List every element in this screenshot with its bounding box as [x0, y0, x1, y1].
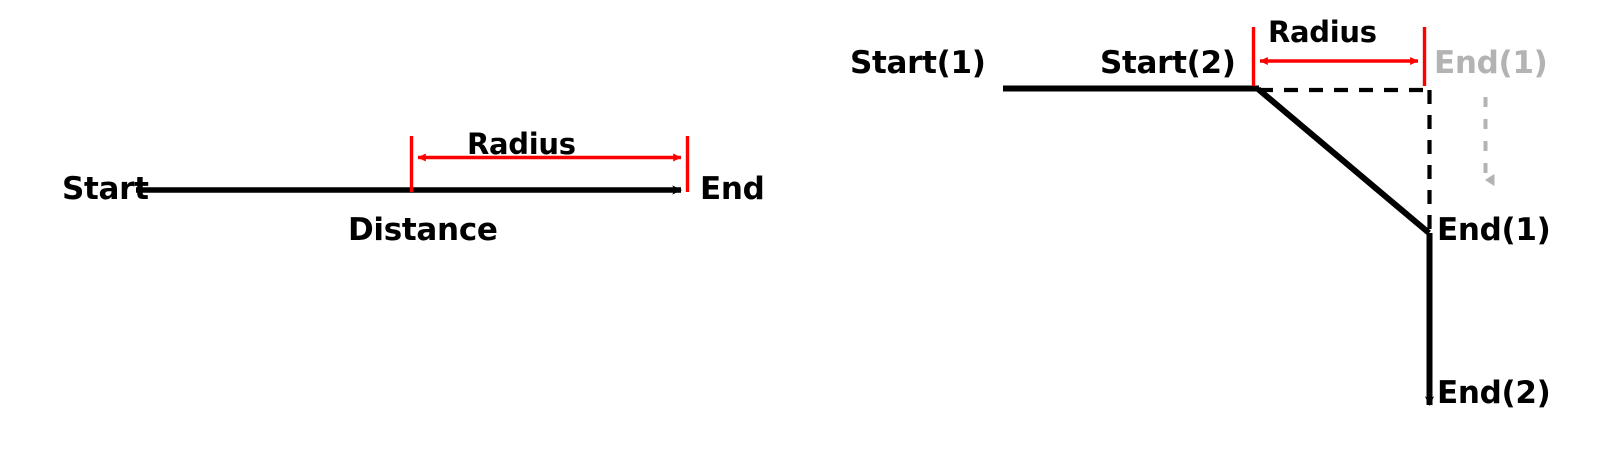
right-end2-label: End(2): [1437, 375, 1551, 411]
right-start2-label: Start(2): [1100, 45, 1236, 81]
left-start-label: Start: [62, 171, 149, 207]
left-panel-geometry: [136, 136, 690, 195]
right-radius-label: Radius: [1268, 15, 1377, 49]
left-distance-label: Distance: [348, 212, 498, 248]
right-start1-label: Start(1): [850, 45, 986, 81]
right-end1-label: End(1): [1437, 212, 1551, 248]
right-panel-geometry: [1003, 27, 1495, 407]
left-end-label: End: [700, 171, 765, 207]
right-end1-ghost-label: End(1): [1434, 45, 1548, 81]
right-segment-bevel-diagonal: [1256, 86, 1431, 236]
left-radius-label: Radius: [467, 127, 576, 161]
